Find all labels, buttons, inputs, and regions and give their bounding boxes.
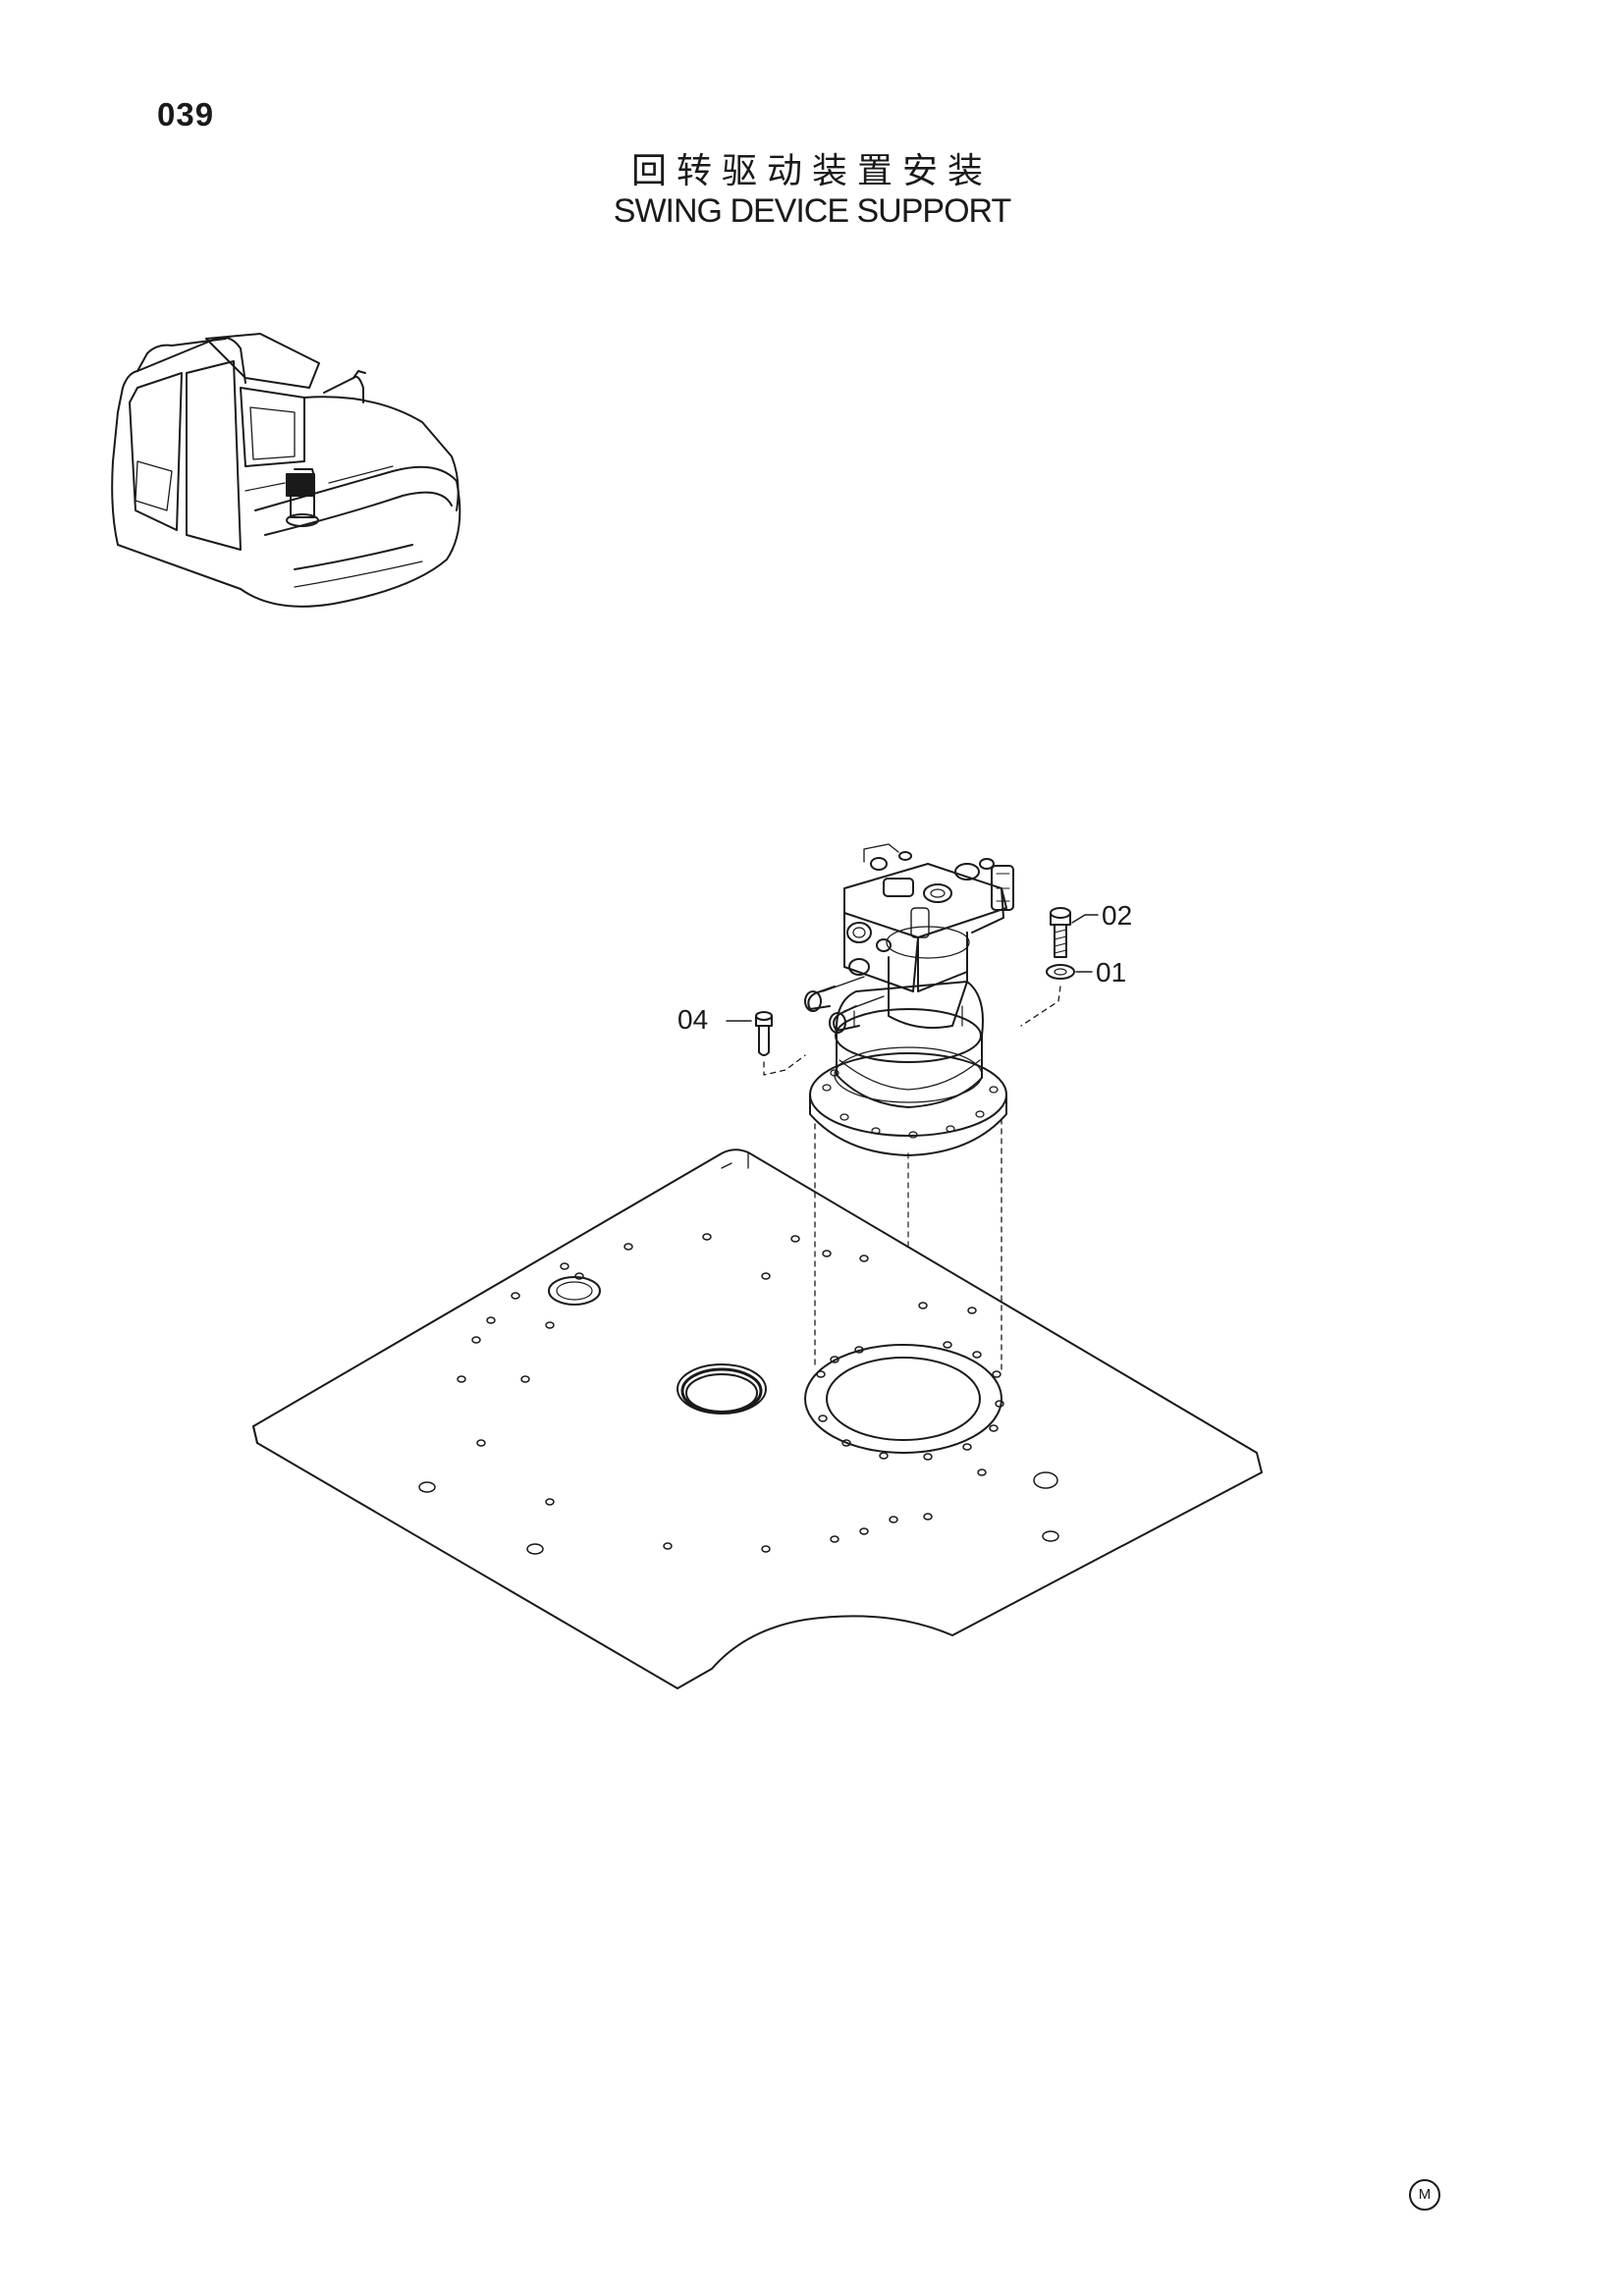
- swing-bearing-opening: [804, 1344, 1002, 1454]
- swing-motor-assembly: [804, 843, 1014, 1375]
- plate-mounting-holes: [418, 1233, 1059, 1555]
- title-chinese: 回转驱动装置安装: [630, 151, 993, 191]
- registered-mark-icon: M: [1409, 2179, 1440, 2211]
- part-01-washer: [1020, 964, 1075, 1027]
- callout-01: 01: [1096, 957, 1126, 988]
- title-english: SWING DEVICE SUPPORT: [613, 192, 1011, 230]
- page-number: 039: [157, 96, 215, 133]
- callout-leaders: [726, 914, 1099, 1022]
- callout-02: 02: [1102, 900, 1132, 931]
- upper-frame-base-plate: [252, 1148, 1263, 1689]
- callout-04: 04: [677, 1004, 708, 1035]
- excavator-overview-illustration: [111, 333, 461, 608]
- swing-device-highlight: [286, 468, 319, 527]
- part-02-bolt: [1050, 907, 1071, 958]
- center-joint-ring: [677, 1363, 767, 1415]
- bearing-bolt-holes: [816, 1341, 1004, 1461]
- part-04-pin: [755, 1011, 806, 1076]
